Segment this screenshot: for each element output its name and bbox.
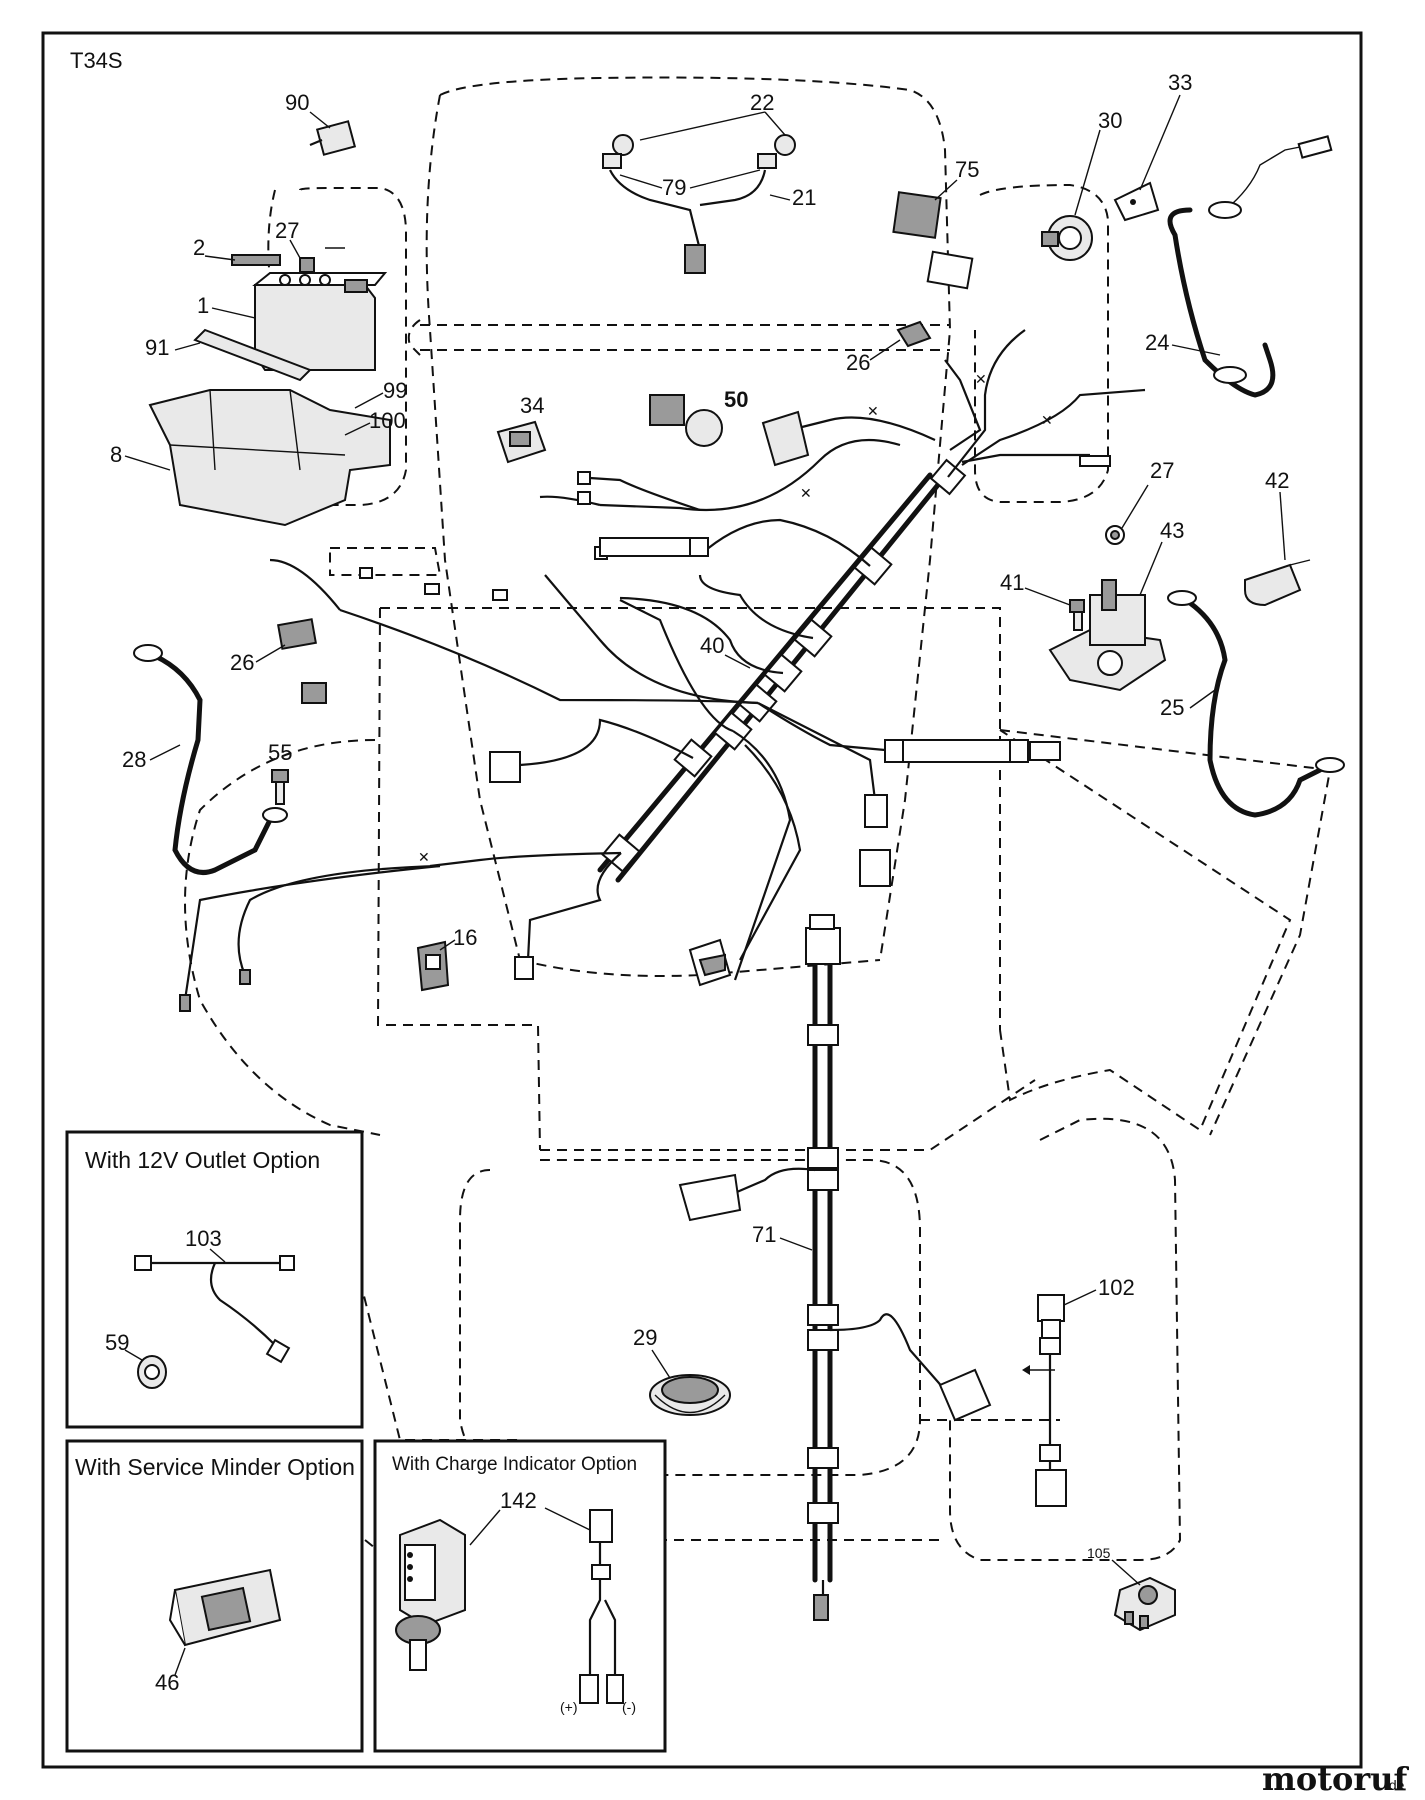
part-battery <box>231 247 388 371</box>
charge-plus-label: (+) <box>560 1699 578 1715</box>
part-solenoid-43 <box>1048 579 1167 692</box>
callout-34: 34 <box>520 393 544 418</box>
callout-27-right: 27 <box>1150 458 1174 483</box>
watermark-suffix: .de <box>1385 1777 1405 1793</box>
callout-22: 22 <box>750 90 774 115</box>
callout-1: 1 <box>197 293 209 318</box>
part-boot-42 <box>1244 559 1311 607</box>
callout-103: 103 <box>185 1226 222 1251</box>
part-cable-28 <box>133 644 288 875</box>
callouts: 90 27 2 1 91 99 100 8 22 79 21 75 30 33 … <box>110 70 1289 1586</box>
watermark: motoruf .de <box>1262 1760 1409 1798</box>
callout-29: 29 <box>633 1325 657 1350</box>
callout-21: 21 <box>792 185 816 210</box>
harness-71 <box>678 914 992 1621</box>
callout-8: 8 <box>110 442 122 467</box>
svg-text:✕: ✕ <box>800 485 812 501</box>
callout-27-top: 27 <box>275 218 299 243</box>
inset-service-minder: With Service Minder Option 46 <box>65 1439 364 1753</box>
part-fuse-26-left <box>277 618 317 650</box>
inset-service-minder-title: With Service Minder Option <box>75 1454 355 1480</box>
callout-26-left: 26 <box>230 650 254 675</box>
callout-102: 102 <box>1098 1275 1135 1300</box>
callout-79: 79 <box>662 175 686 200</box>
callout-71: 71 <box>752 1222 776 1247</box>
callout-42: 42 <box>1265 468 1289 493</box>
callout-24: 24 <box>1145 330 1169 355</box>
watermark-brand: motoruf <box>1262 1760 1409 1798</box>
callout-2: 2 <box>193 235 205 260</box>
part-cable-24 <box>1167 135 1333 398</box>
inset-charge-indicator: With Charge Indicator Option 142 (+) (-) <box>373 1439 667 1753</box>
callout-105: 105 <box>1087 1545 1111 1561</box>
callout-100: 100 <box>369 408 406 433</box>
callout-40: 40 <box>700 633 724 658</box>
callout-30: 30 <box>1098 108 1122 133</box>
callout-16: 16 <box>453 925 477 950</box>
svg-text:✕: ✕ <box>418 849 430 865</box>
inset-12v-outlet-title: With 12V Outlet Option <box>85 1147 320 1173</box>
model-code: T34S <box>70 48 123 73</box>
part-screw-55 <box>271 769 289 805</box>
part-16 <box>416 940 450 992</box>
part-90 <box>309 120 357 156</box>
part-105 <box>1113 1576 1176 1632</box>
part-key-33 <box>1113 181 1160 222</box>
diagram-frame <box>41 31 1363 1769</box>
inset-charge-indicator-title: With Charge Indicator Option <box>392 1454 637 1475</box>
part-fuse-26-top <box>896 320 932 348</box>
callout-41: 41 <box>1000 570 1024 595</box>
main-harness-40: ✕ ✕ ✕ ✕ ✕ <box>179 329 1146 1012</box>
part-battery-tray <box>148 328 391 527</box>
part-29 <box>649 1374 731 1416</box>
svg-text:✕: ✕ <box>867 403 879 419</box>
callout-33: 33 <box>1168 70 1192 95</box>
part-bolt-41 <box>1069 599 1085 631</box>
callout-26-top: 26 <box>846 350 870 375</box>
callout-55: 55 <box>268 740 292 765</box>
part-cable-25 <box>1167 590 1345 818</box>
callout-25: 25 <box>1160 695 1184 720</box>
part-102 <box>1022 1294 1067 1507</box>
callout-99: 99 <box>383 378 407 403</box>
svg-text:✕: ✕ <box>1041 412 1053 428</box>
callout-75: 75 <box>955 157 979 182</box>
part-75 <box>892 191 974 290</box>
callout-43: 43 <box>1160 518 1184 543</box>
part-label-card <box>761 410 810 467</box>
callout-91: 91 <box>145 335 169 360</box>
svg-text:✕: ✕ <box>975 371 987 387</box>
part-ignition-30 <box>1041 215 1093 261</box>
charge-minus-label: (-) <box>622 1699 636 1715</box>
part-switch-34 <box>496 420 547 464</box>
part-headlight-harness <box>602 134 796 274</box>
inset-12v-outlet: With 12V Outlet Option 103 59 <box>65 1130 364 1429</box>
part-50 <box>649 394 723 447</box>
callout-142: 142 <box>500 1488 537 1513</box>
part-27-nut <box>1105 525 1125 545</box>
callout-90: 90 <box>285 90 309 115</box>
callout-28: 28 <box>122 747 146 772</box>
callout-50: 50 <box>724 387 748 412</box>
